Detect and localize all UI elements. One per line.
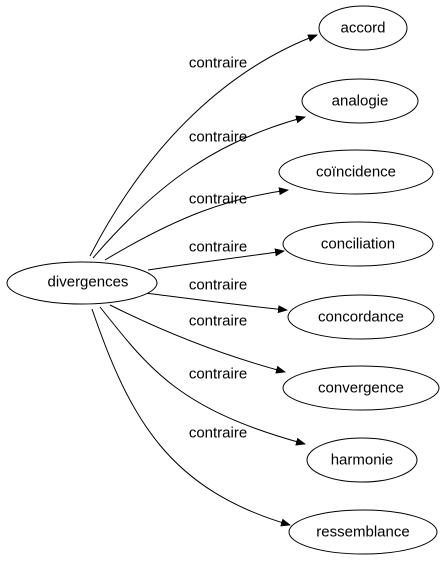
target-node-ellipse xyxy=(288,509,438,555)
target-node[interactable]: conciliation xyxy=(282,221,434,267)
edges-layer: contraire contraire contraire contraire cont… xyxy=(89,34,318,527)
target-node[interactable]: harmonie xyxy=(306,437,418,483)
target-node[interactable]: analogie xyxy=(301,78,419,124)
source-node-ellipse xyxy=(6,261,158,305)
edge-to-conciliation xyxy=(147,248,285,271)
edge-label: contraire xyxy=(189,366,247,383)
target-node-ellipse xyxy=(301,78,419,124)
target-node-label: ressemblance xyxy=(316,524,409,541)
target-node-ellipse xyxy=(318,5,408,51)
edge-label: contraire xyxy=(189,425,247,442)
edge-to-ressemblance xyxy=(91,308,291,527)
nodes-layer: divergences accordanalogiecoïncidencecon… xyxy=(6,5,440,555)
edge-label: contraire xyxy=(189,277,247,294)
target-node-label: accord xyxy=(340,20,385,37)
target-node-ellipse xyxy=(306,437,418,483)
edge-label: contraire xyxy=(189,239,247,256)
edge-to-harmonie xyxy=(99,306,306,446)
target-node-label: analogie xyxy=(332,93,389,110)
edge-to-accord xyxy=(89,34,318,257)
target-node-ellipse xyxy=(287,294,435,340)
edge-label: contraire xyxy=(189,313,247,330)
edge-to-concordance xyxy=(144,292,288,314)
target-node[interactable]: convergence xyxy=(282,365,440,411)
source-node-label: divergences xyxy=(48,274,129,291)
target-node-ellipse xyxy=(282,221,434,267)
edge-label: contraire xyxy=(189,191,247,208)
edge-label: contraire xyxy=(189,129,247,146)
target-node-label: harmonie xyxy=(331,452,394,469)
edge-to-convergence xyxy=(109,304,286,374)
target-node[interactable]: coïncidence xyxy=(278,149,434,195)
edge-to-analogie xyxy=(92,115,306,259)
target-node[interactable]: concordance xyxy=(287,294,435,340)
target-node-label: concordance xyxy=(318,309,404,326)
target-node[interactable]: accord xyxy=(318,5,408,51)
target-node-label: coïncidence xyxy=(316,164,396,181)
edge-label: contraire xyxy=(189,55,247,72)
target-node-label: convergence xyxy=(318,380,404,397)
target-node-ellipse xyxy=(282,365,440,411)
target-node-ellipse xyxy=(278,149,434,195)
target-node-label: conciliation xyxy=(321,236,395,253)
source-node[interactable]: divergences xyxy=(6,261,158,305)
edge-to-coïncidence xyxy=(104,187,289,261)
target-node[interactable]: ressemblance xyxy=(288,509,438,555)
